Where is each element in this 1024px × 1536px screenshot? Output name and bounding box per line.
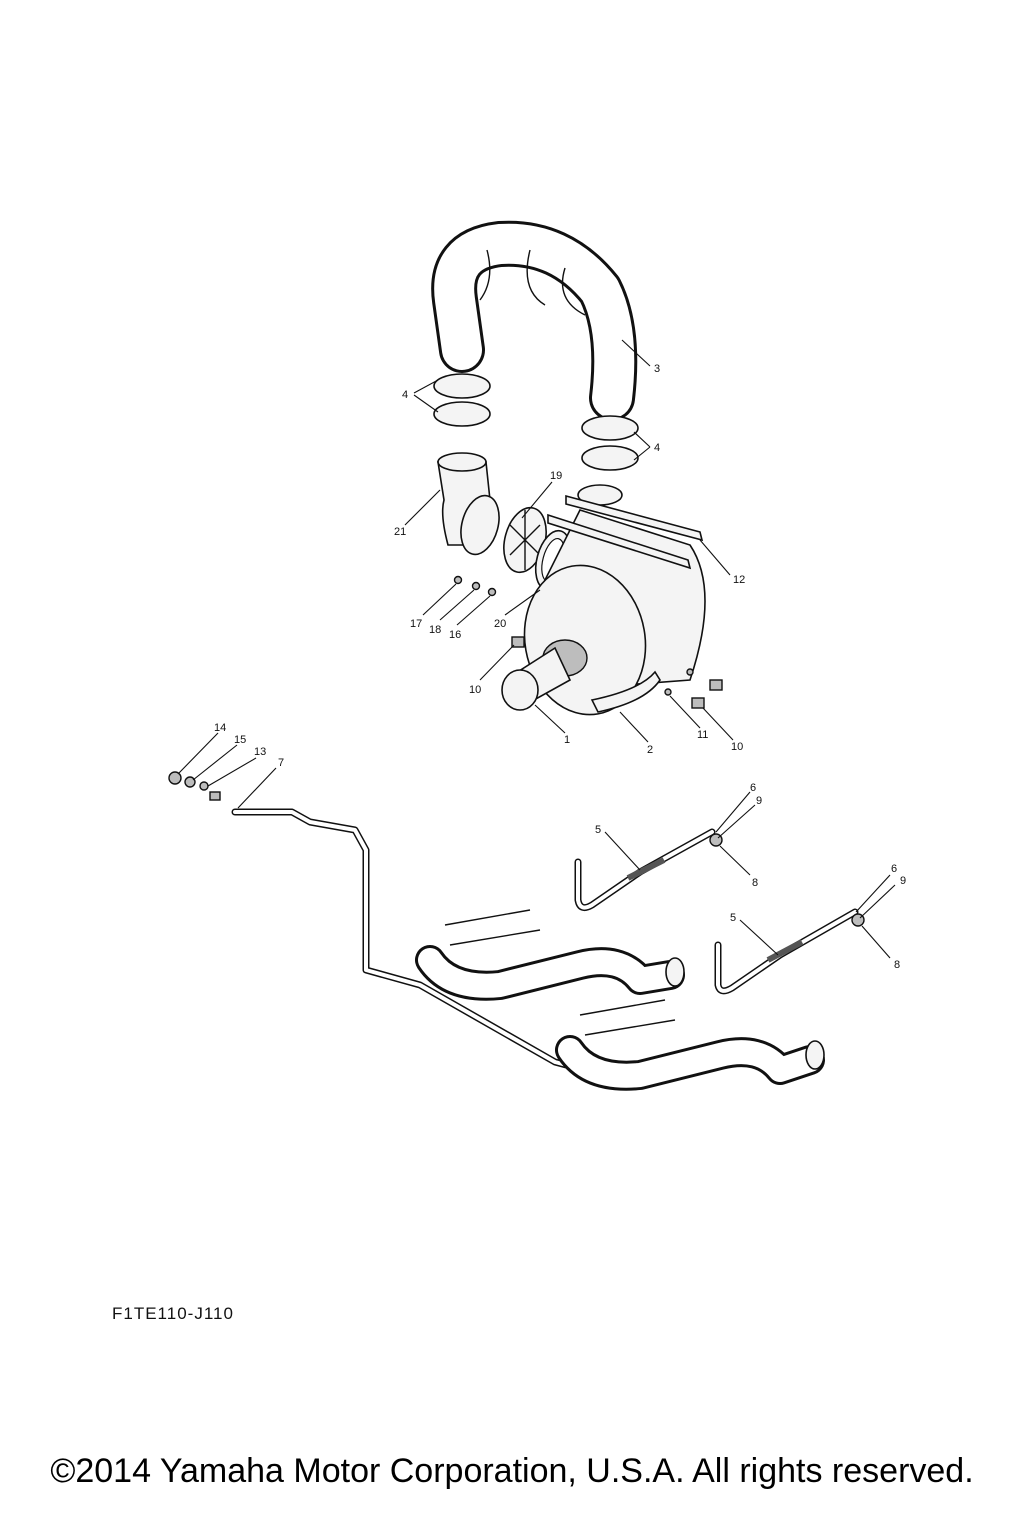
callout-19: 19 bbox=[550, 470, 562, 482]
small-fastener-parts bbox=[168, 771, 221, 801]
callout-5-upper: 5 bbox=[595, 824, 601, 836]
hose-clamp-left-part bbox=[433, 373, 491, 427]
diagram-code: F1TE110-J110 bbox=[112, 1304, 234, 1323]
callout-3: 3 bbox=[654, 363, 660, 375]
callout-7: 7 bbox=[278, 757, 284, 769]
exhaust-manifold-lower-part bbox=[555, 999, 825, 1091]
strap-part bbox=[547, 494, 704, 570]
gasket-screen-part bbox=[503, 506, 547, 574]
water-hose-upper-part bbox=[574, 828, 723, 912]
callout-8-lower: 8 bbox=[894, 959, 900, 971]
callout-6-lower: 6 bbox=[891, 863, 897, 875]
exhaust-manifold-upper-part bbox=[415, 909, 685, 1001]
callout-20: 20 bbox=[494, 618, 506, 630]
water-hose-lower-part bbox=[714, 908, 865, 995]
water-pipe-part bbox=[231, 808, 589, 1074]
callout-8-upper: 8 bbox=[752, 877, 758, 889]
exhaust-pipe-part bbox=[431, 220, 638, 421]
callout-12: 12 bbox=[733, 574, 745, 586]
callout-10-left: 10 bbox=[469, 684, 481, 696]
fastener-parts bbox=[453, 575, 723, 709]
callout-13: 13 bbox=[254, 746, 266, 758]
callout-9-lower: 9 bbox=[900, 875, 906, 887]
callout-11: 11 bbox=[697, 729, 708, 741]
elbow-joint-part bbox=[437, 452, 500, 556]
callout-5-lower: 5 bbox=[730, 912, 736, 924]
callout-4-right: 4 bbox=[654, 442, 660, 454]
copyright-notice: ©2014 Yamaha Motor Corporation, U.S.A. A… bbox=[50, 1452, 974, 1490]
callout-17: 17 bbox=[410, 618, 422, 630]
leader-lines bbox=[177, 339, 896, 959]
callout-6-upper: 6 bbox=[750, 782, 756, 794]
callout-21: 21 bbox=[394, 526, 406, 538]
callout-labels: 3 4 4 19 21 12 17 18 16 20 10 1 2 11 10 … bbox=[214, 363, 906, 971]
callout-16: 16 bbox=[449, 629, 461, 641]
hose-clamp-right-part bbox=[581, 415, 639, 471]
callout-1: 1 bbox=[564, 734, 570, 746]
callout-14: 14 bbox=[214, 722, 226, 734]
callout-10-right: 10 bbox=[731, 741, 743, 753]
callout-4-left: 4 bbox=[402, 389, 408, 401]
callout-18: 18 bbox=[429, 624, 441, 636]
callout-15: 15 bbox=[234, 734, 246, 746]
callout-9-upper: 9 bbox=[756, 795, 762, 807]
callout-2: 2 bbox=[647, 744, 653, 756]
bracket-part bbox=[590, 670, 661, 713]
